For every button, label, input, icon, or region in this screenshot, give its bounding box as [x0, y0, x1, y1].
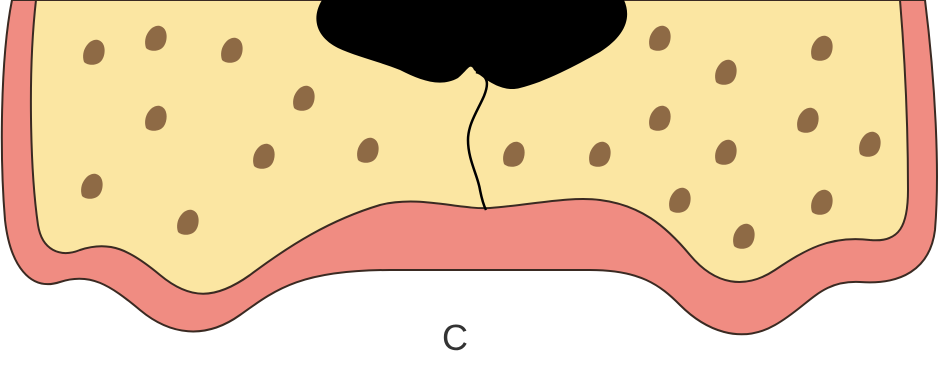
- panel-label: C: [425, 318, 485, 358]
